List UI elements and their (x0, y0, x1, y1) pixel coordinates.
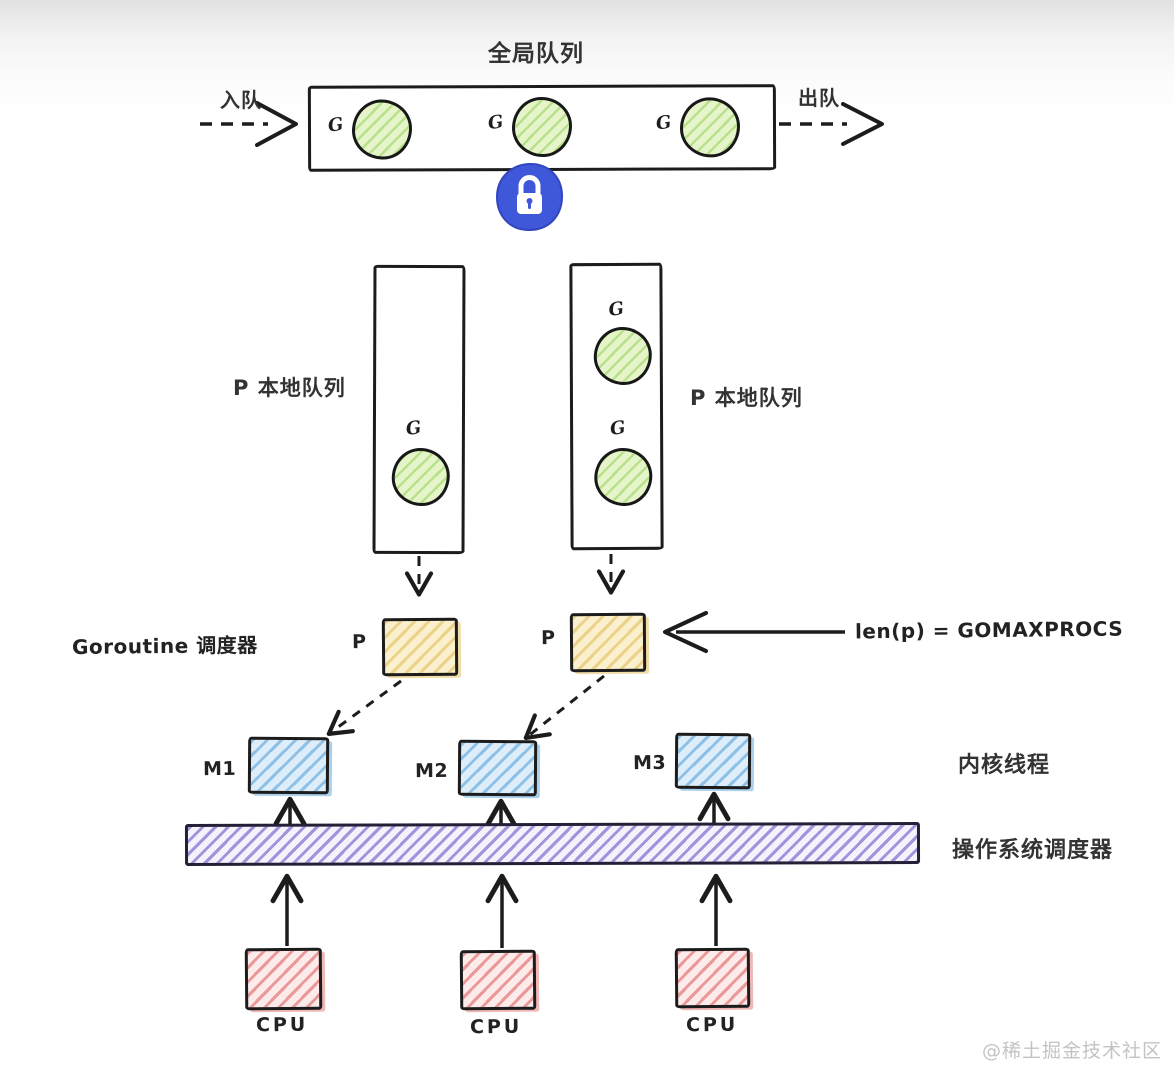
goroutine-g-label: G (326, 113, 345, 137)
goroutine-g-label: G (654, 111, 673, 135)
os-scheduler-label: 操作系统调度器 (952, 838, 1114, 863)
cpu2-label: CPU (469, 1015, 523, 1039)
m1-box (247, 736, 330, 795)
global-queue-box: G G G (307, 84, 777, 172)
p2-box (569, 612, 647, 673)
cpu3-label: CPU (685, 1013, 739, 1037)
left-local-queue-label: P 本地队列 (233, 376, 346, 400)
dequeue-label: 出队 (798, 86, 840, 110)
m1-label: M1 (202, 757, 237, 781)
p2-label: P (540, 626, 556, 650)
goroutine-circle (594, 447, 653, 507)
goroutine-circle (511, 96, 573, 158)
global-queue-title: 全局队列 (488, 41, 584, 67)
p1-label: P (351, 630, 367, 654)
cpu3-box (674, 947, 751, 1009)
right-local-queue-label: P 本地队列 (690, 386, 803, 410)
goroutine-circle (391, 447, 450, 507)
goroutine-g-label: G (486, 111, 505, 135)
enqueue-label: 入队 (220, 88, 262, 112)
watermark: @稀土掘金技术社区 (982, 1040, 1163, 1062)
goroutine-scheduler-label: Goroutine 调度器 (71, 633, 258, 659)
goroutine-circle (679, 97, 741, 158)
goroutine-g-label: G (607, 298, 626, 321)
cpu1-box (244, 947, 323, 1011)
goroutine-circle (593, 326, 652, 386)
gomaxprocs-annotation: len(p) = GOMAXPROCS (854, 616, 1124, 644)
goroutine-g-label: G (404, 417, 423, 440)
enqueue-arrow (200, 101, 298, 147)
p1-to-m1-arrow (326, 679, 402, 736)
cpu1-label: CPU (255, 1013, 309, 1037)
m3-label: M3 (632, 751, 667, 775)
m3-box (674, 732, 752, 790)
p1-box (381, 617, 459, 677)
dequeue-arrow (779, 102, 884, 146)
left-local-queue-box: G (372, 264, 466, 555)
p2-to-m2-arrow (523, 674, 605, 741)
kernel-threads-label: 内核线程 (958, 753, 1051, 778)
goroutine-circle (351, 99, 413, 160)
lock-icon (492, 160, 566, 238)
right-local-queue-box: G G (569, 262, 664, 551)
cpu2-box (459, 949, 537, 1011)
goroutine-g-label: G (608, 417, 627, 440)
m2-box (457, 739, 538, 797)
os-scheduler-bar (184, 822, 921, 866)
gomaxprocs-arrow (663, 611, 845, 653)
m2-label: M2 (414, 759, 449, 783)
